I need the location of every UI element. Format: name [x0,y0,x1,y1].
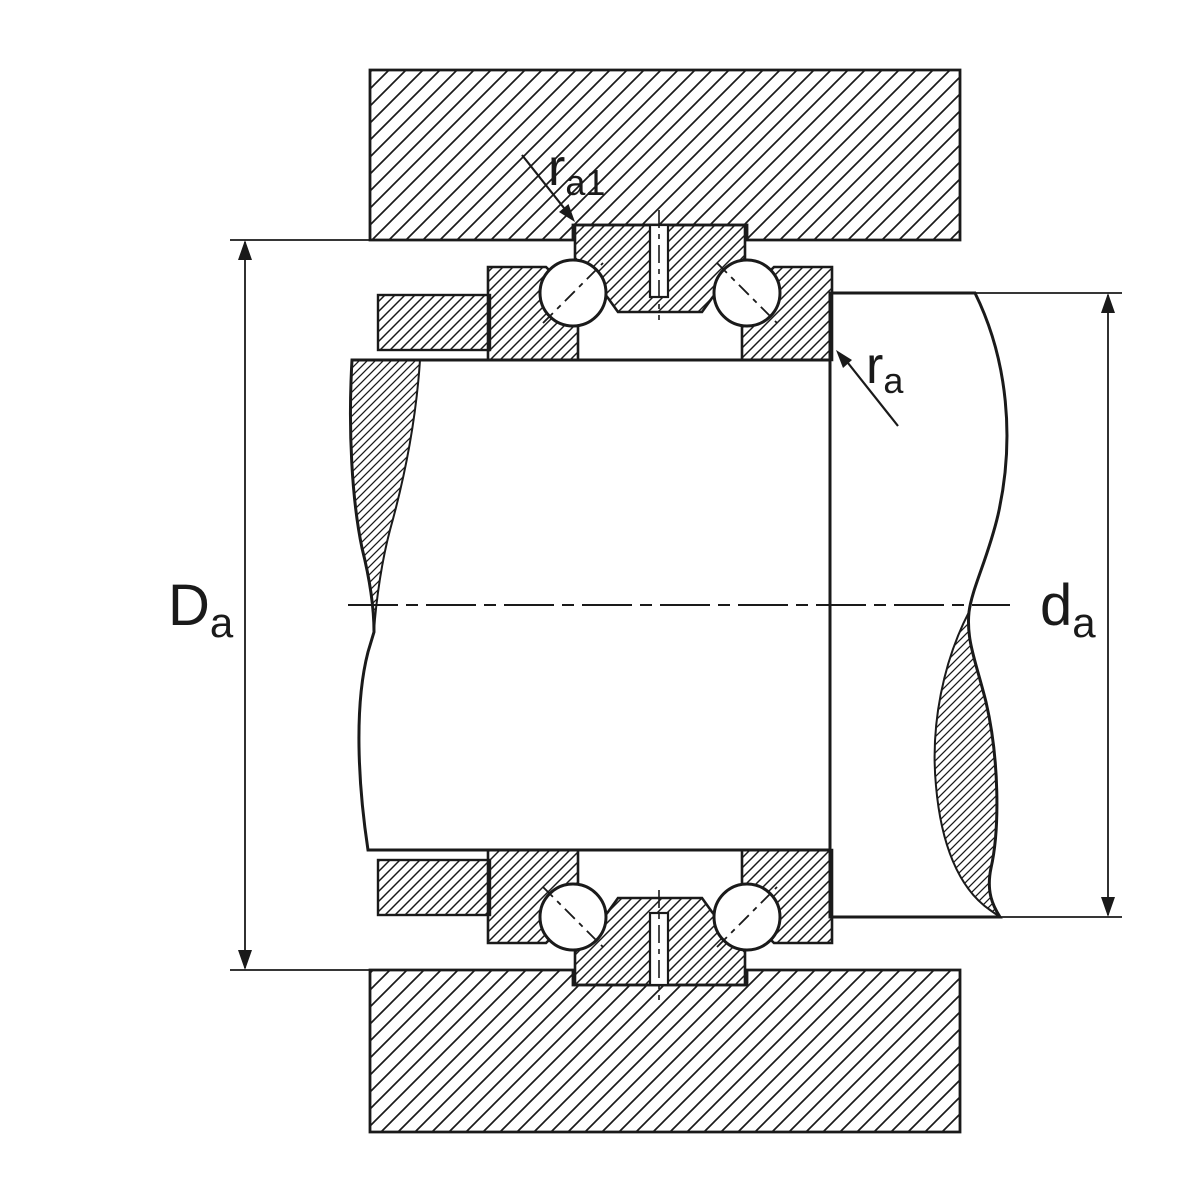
leader-line-ra1 [521,154,565,209]
arrowhead-da-top [1101,293,1115,313]
arrowhead-Da-bottom [238,950,252,970]
locknut-lower-section [376,858,492,917]
shoulder-break-hatch [933,611,1001,918]
label-ra: ra [866,337,904,401]
label-Da: Da [168,573,234,646]
leader-line-ra [847,362,899,427]
label-da: da [1040,573,1096,646]
housing-upper-section [368,68,962,242]
callout-ra1: ra1 [521,139,605,222]
housing-lower-section [368,968,962,1134]
shaft-break-hatch [349,359,422,633]
arrowhead-Da-top [238,240,252,260]
label-ra1: ra1 [548,139,605,203]
ball-contact-axes [542,262,778,948]
dimension-Da: Da [168,239,575,971]
contact-axis-lower-right [716,886,778,948]
contact-axis-lower-left [542,886,604,948]
contact-axis-upper-left [542,262,604,324]
arrowhead-da-bottom [1101,897,1115,917]
callout-ra: ra [836,337,904,427]
locknut-upper-section [376,293,492,352]
arrowhead-ra [836,350,852,368]
contact-axis-upper-right [716,262,778,324]
arrowhead-ra1 [559,204,575,222]
dimension-da: da [960,292,1122,918]
